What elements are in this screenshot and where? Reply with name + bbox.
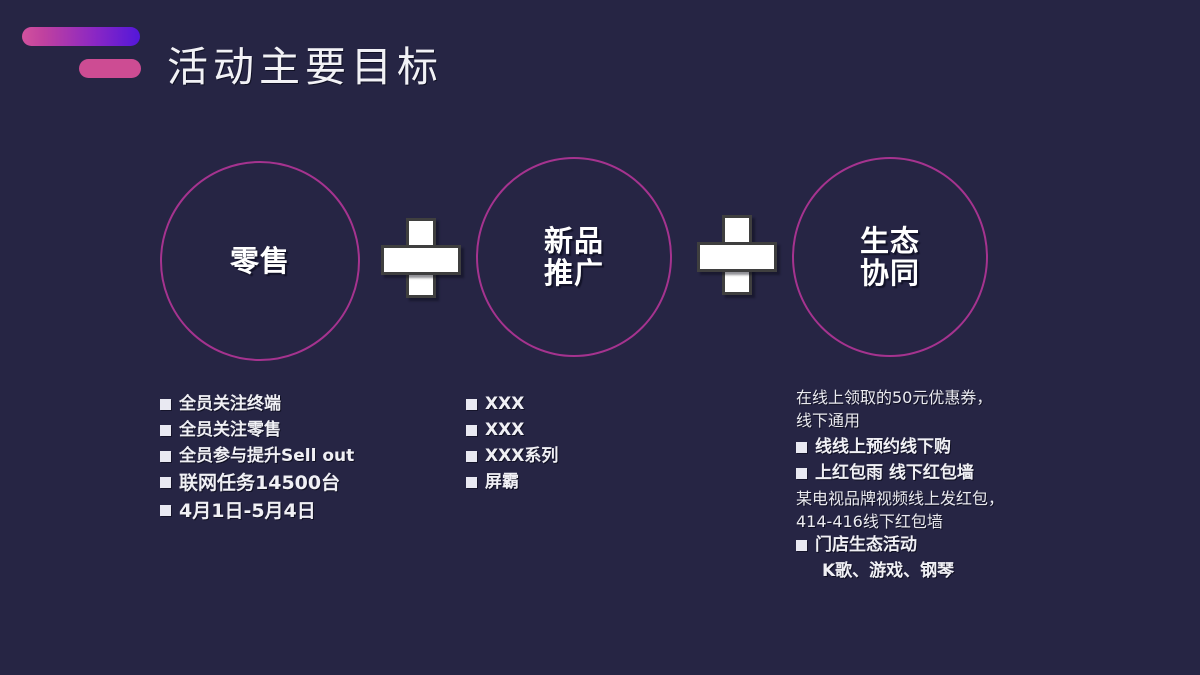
intro-text-line-1: 在线上领取的50元优惠券， <box>796 388 993 407</box>
list-item-label: 上红包雨 线下红包墙 <box>815 463 974 483</box>
gradient-bar-long-icon <box>22 27 140 46</box>
list-item-label: 联网任务14500台 <box>179 472 341 494</box>
square-bullet-icon <box>160 477 171 488</box>
square-bullet-icon <box>796 540 807 551</box>
square-bullet-icon <box>466 399 477 410</box>
plus-horizontal-bar <box>697 242 777 272</box>
list-item: 上红包雨 线下红包墙 <box>796 461 1096 485</box>
circle-new-product-promotion-label: 新品 推广 <box>544 225 604 289</box>
list-item-label: 门店生态活动 <box>815 535 917 555</box>
square-bullet-icon <box>160 399 171 410</box>
list-item-sublabel: K歌、游戏、钢琴 <box>822 561 955 581</box>
concept-diagram: 零售 新品 推广 生态 协同 <box>0 155 1200 370</box>
circle-retail-label: 零售 <box>229 244 290 278</box>
square-bullet-icon <box>466 425 477 436</box>
list-item-label: 全员关注终端 <box>179 394 281 414</box>
square-bullet-icon <box>796 442 807 453</box>
list-item-label: XXX系列 <box>485 446 559 466</box>
bullet-column-left: 全员关注终端 全员关注零售 全员参与提升Sell out 联网任务14500台 … <box>160 392 460 526</box>
square-bullet-icon <box>466 451 477 462</box>
plus-connector-2 <box>697 215 777 295</box>
circle-label-line-1: 生态 <box>859 224 920 258</box>
circle-ecosystem-synergy-label: 生态 协同 <box>860 225 920 289</box>
list-item: 全员关注零售 <box>160 418 460 442</box>
page-title: 活动主要目标 <box>167 44 443 90</box>
list-item-label: 屏霸 <box>485 472 519 492</box>
list-item: 联网任务14500台 <box>160 470 460 496</box>
square-bullet-icon <box>466 477 477 488</box>
bullet-column-middle: XXX XXX XXX系列 屏霸 <box>466 392 706 496</box>
list-item-label: 全员参与提升Sell out <box>179 446 355 466</box>
list-item: XXX <box>466 392 706 416</box>
square-bullet-icon <box>796 468 807 479</box>
square-bullet-icon <box>160 425 171 436</box>
circle-label-line-1: 新品 <box>543 224 604 258</box>
note-text-line-2: 414-416线下红包墙 <box>796 512 943 531</box>
square-bullet-icon <box>160 451 171 462</box>
list-item: XXX系列 <box>466 444 706 468</box>
intro-text-line-2: 线下通用 <box>796 411 861 430</box>
list-item: 4月1日-5月4日 <box>160 498 460 524</box>
note-text-line-1: 某电视品牌视频线上发红包， <box>796 489 1005 508</box>
circle-ecosystem-synergy: 生态 协同 <box>792 157 988 357</box>
list-item: 屏霸 <box>466 470 706 494</box>
square-bullet-icon <box>160 505 171 516</box>
circle-label-line-2: 推广 <box>543 256 604 290</box>
list-item-label: 线线上预约线下购 <box>815 437 951 457</box>
list-item: 线线上预约线下购 <box>796 435 1096 459</box>
list-item: 全员参与提升Sell out <box>160 444 460 468</box>
list-item-label: 4月1日-5月4日 <box>179 500 316 522</box>
list-item-label: XXX <box>485 420 525 440</box>
list-item-label: 全员关注零售 <box>179 420 281 440</box>
list-item: XXX <box>466 418 706 442</box>
list-item-label: XXX <box>485 394 525 414</box>
list-item: 门店生态活动 <box>796 533 1096 557</box>
list-item: 全员关注终端 <box>160 392 460 416</box>
plus-connector-1 <box>381 218 461 298</box>
circle-new-product-promotion: 新品 推广 <box>476 157 672 357</box>
circle-label-line-2: 协同 <box>859 256 920 290</box>
gradient-bar-short-icon <box>79 59 141 78</box>
bullet-column-right: 在线上领取的50元优惠券， 线下通用 线线上预约线下购 上红包雨 线下红包墙 某… <box>796 386 1096 583</box>
circle-retail: 零售 <box>160 161 360 361</box>
plus-horizontal-bar <box>381 245 461 275</box>
